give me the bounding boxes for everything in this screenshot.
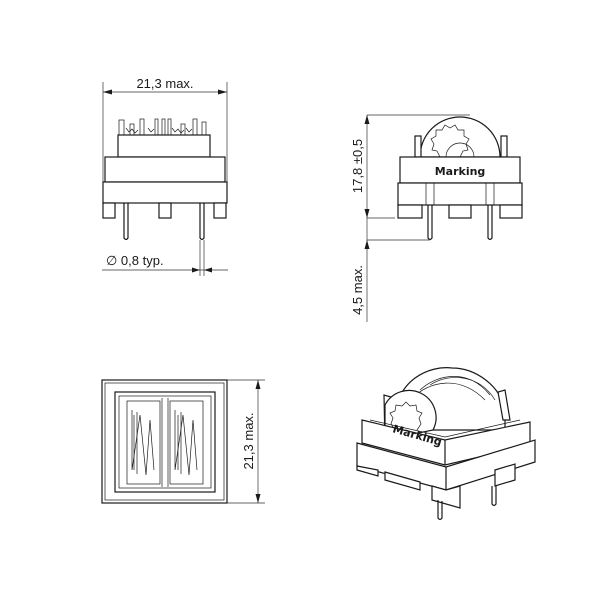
foot <box>448 204 472 219</box>
foot <box>102 202 116 219</box>
winding-terminals <box>118 118 207 136</box>
dimension-arrows <box>192 267 212 273</box>
pin <box>199 203 205 241</box>
housing-base <box>102 181 228 204</box>
bottom-view: 21,3 max. <box>101 379 265 504</box>
post <box>500 135 508 158</box>
pin <box>487 205 493 241</box>
front-view: 21,3 max. ∅ 0,8 typ. <box>102 76 228 276</box>
pin <box>427 205 433 241</box>
feet <box>356 465 461 509</box>
pin <box>491 486 497 507</box>
foot <box>397 204 423 219</box>
post <box>497 389 511 421</box>
foot <box>213 202 227 219</box>
height-dimension-label: 17,8 ±0,5 <box>350 139 365 193</box>
coil-windings <box>126 398 204 487</box>
inner-frame <box>114 391 216 493</box>
housing-top <box>399 156 521 184</box>
toroid-core <box>419 116 501 158</box>
marking-label: Marking <box>435 165 486 178</box>
post <box>414 135 422 158</box>
foot <box>494 463 516 487</box>
pin-length-label: 4,5 max. <box>350 265 365 315</box>
foot <box>499 204 523 219</box>
toroid-core <box>384 389 437 441</box>
width-dimension-label: 21,3 max. <box>136 76 193 91</box>
side-view: 17,8 ±0,5 4,5 max. Marking <box>350 114 523 322</box>
coil-cover <box>117 134 211 158</box>
pin <box>437 500 443 521</box>
gear-icon <box>389 401 423 431</box>
foot <box>158 202 172 219</box>
pin-diameter-label: ∅ 0,8 typ. <box>106 253 164 268</box>
housing-middle <box>104 156 226 183</box>
pin <box>123 203 129 241</box>
housing-base <box>397 182 523 206</box>
isometric-view: Marking <box>356 367 536 521</box>
depth-dimension-label: 21,3 max. <box>241 412 256 469</box>
